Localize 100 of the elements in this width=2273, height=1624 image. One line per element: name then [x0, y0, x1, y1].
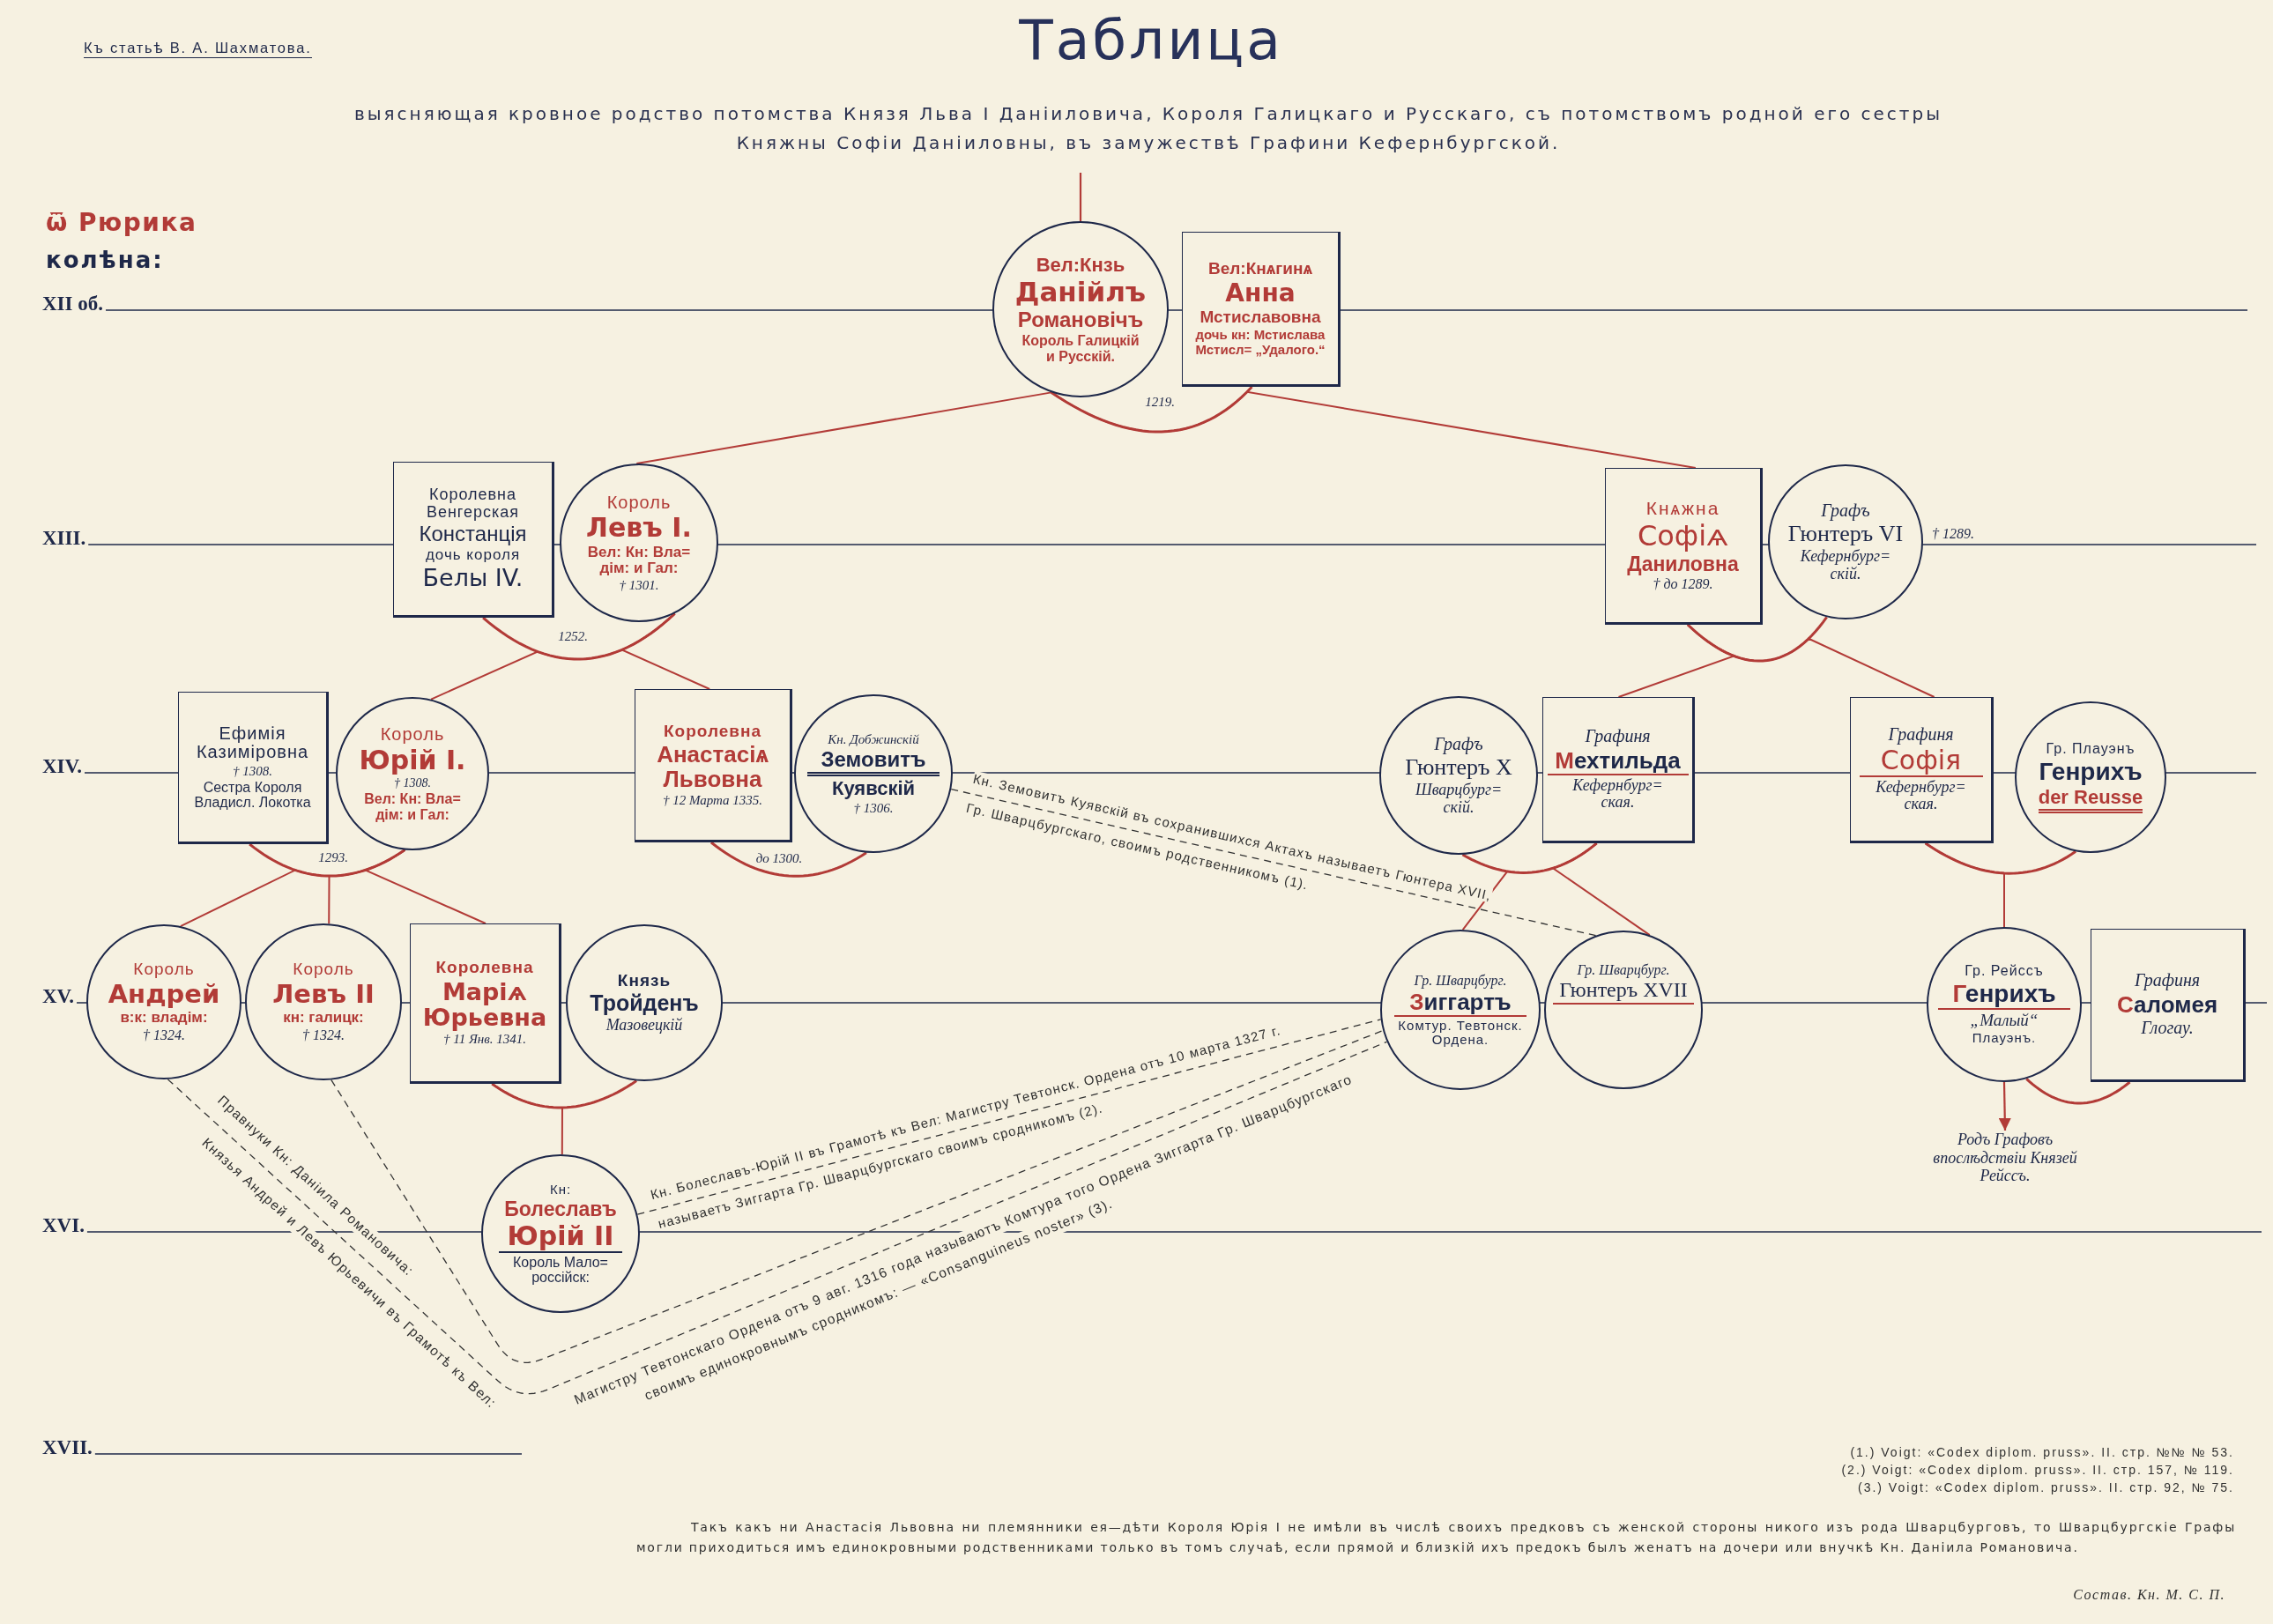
person-box — [1182, 232, 1341, 387]
title-note: der Reusse — [2038, 786, 2143, 813]
rank-title: Гр. Шварцбург. — [1577, 961, 1670, 978]
death-date: † 1301. — [619, 578, 659, 593]
footnote: (2.) Voigt: «Codex diplom. pruss». II. стр. 157, № 119. — [1841, 1463, 2234, 1478]
row-heading: ѿ Рюрика — [46, 208, 197, 238]
death-date: † 1324. — [143, 1027, 185, 1043]
person-name: Левъ I. — [586, 514, 692, 543]
person-box — [2091, 929, 2246, 1082]
title-note: Вел: Кн: Вла= дім: и Гал: — [363, 791, 462, 822]
person-name: Маріѧ Юрьевна — [421, 979, 548, 1031]
rank-title: Графиня — [1888, 725, 1954, 745]
person-name: Ефимія Казиміровна — [195, 723, 310, 762]
rank-title: Король — [606, 493, 672, 513]
person-name: Левъ II — [272, 980, 375, 1009]
descent-line — [491, 1083, 563, 1155]
person-name: Анна — [1225, 279, 1296, 307]
title-note: Кн. Добжинскій — [827, 732, 920, 747]
title-note: Вел: Кн: Вла= дім: и Гал: — [586, 544, 692, 577]
rank-title: Графиня — [1585, 727, 1651, 746]
person-box — [635, 689, 792, 842]
patronymic: Романовічъ — [1017, 308, 1144, 332]
title-note: дочь кн: Мстислава Мстисл= „Удалого.“ — [1194, 328, 1326, 357]
title-note: кн: галицк: — [283, 1010, 364, 1027]
rank-title: Кнѧжна — [1645, 499, 1720, 519]
dashed-line — [331, 1029, 1384, 1363]
title-note: Кефернбург= ская. — [1571, 776, 1664, 812]
death-date: † 1308. — [394, 776, 431, 790]
rank-title: Графиня — [2134, 971, 2201, 990]
title-note: дочь короля — [425, 547, 521, 564]
person-box — [1605, 468, 1763, 625]
death-date: † до 1289. — [1653, 576, 1713, 592]
death-date: † 1306. — [853, 800, 894, 815]
person-name: Тройденъ — [590, 991, 699, 1016]
rank-title: Графъ — [1821, 501, 1870, 521]
person-name: Генрихъ — [2039, 758, 2143, 785]
rank-title: Графъ — [1434, 734, 1483, 754]
place-name: Плауэнъ. — [1972, 1031, 2037, 1046]
person-name: Земовитъ — [807, 748, 940, 777]
death-date: † 12 Марта 1335. — [662, 793, 763, 808]
person-name: Софія — [1859, 745, 1983, 778]
person-box — [410, 923, 561, 1084]
lineage-note: Родъ Графовъ впослѣдствіи Князей Рейссъ. — [1926, 1131, 2084, 1225]
person-name: Мехтильда — [1547, 747, 1689, 775]
person-name: Андрей — [108, 980, 220, 1009]
dashed-line — [167, 1041, 1388, 1395]
patronymic: Даниловна — [1627, 552, 1739, 575]
footnote: (3.) Voigt: «Codex diplom. pruss». II. стр. 92, № 75. — [1857, 1480, 2234, 1495]
nickname: „Малый“ — [1970, 1011, 2039, 1030]
marriage-arc — [249, 842, 406, 878]
descent-line — [635, 391, 1052, 465]
footnote: (1.) Voigt: «Codex diplom. pruss». II. стр. №№ № 53. — [1850, 1445, 2234, 1460]
rank-title: Гр. Рейссъ — [1965, 963, 2044, 979]
death-date: † 1308. — [233, 763, 272, 778]
rank-title: Вел:Кнзь — [1036, 255, 1125, 276]
descent-line — [1686, 624, 1935, 698]
marriage-arc — [1924, 842, 2076, 875]
person-name: Гюнтеръ VI — [1787, 522, 1904, 547]
person-box — [178, 692, 329, 844]
person-name: Софіѧ — [1637, 521, 1729, 552]
death-date: † 1324. — [302, 1027, 345, 1043]
descent-line — [1079, 173, 1082, 221]
footer-note: Такъ какъ ни Анастасія Львовна ни племянники ея—дѣти Короля Юрія I не имѣли въ числѣ своихъ предковъ съ женской стороны никого изъ рода Шварцбурговъ, то Шварцбургскіе Графы могли приходиться имъ единокровными родственниками только въ томъ случаѣ, если прямой и близкій ихъ предокъ былъ женатъ на дочери или внучкѣ Кн. Даніила Романовича. — [636, 1519, 2236, 1556]
rank-title: Королевна — [435, 959, 534, 977]
marriage-arc — [2025, 1078, 2131, 1105]
header-note: Къ статьѣ В. А. Шахматова. — [84, 40, 312, 58]
person-name: Генрихъ — [1938, 980, 2070, 1010]
title-note: в:к: владім: — [120, 1010, 208, 1027]
marriage-arc — [491, 1079, 637, 1109]
marriage-arc — [709, 841, 867, 878]
arrow — [1998, 1082, 2011, 1131]
title-note: Комтур. Тевтонск. Ордена. — [1397, 1019, 1524, 1048]
row-heading: колѣна: — [46, 247, 164, 275]
person-name: Саломея — [2116, 991, 2218, 1018]
person-name: Юрій I. — [359, 745, 466, 775]
person-name: Гюнтеръ XVII — [1553, 979, 1694, 1005]
person-name: Данійлъ — [1014, 277, 1147, 308]
person-box — [1542, 697, 1695, 843]
generation-label: XV. — [42, 986, 74, 1006]
title-note: Кефернбург= скій. — [1799, 548, 1892, 583]
rank-title: Вел:Кнѧгинѧ — [1208, 260, 1312, 278]
marriage-arc — [1051, 385, 1253, 434]
place-name: Куявскій — [831, 778, 916, 799]
person-name: Зиггартъ — [1394, 989, 1526, 1017]
rank-title: Гр. Плауэнъ — [2046, 741, 2136, 757]
descent-line — [1050, 390, 1697, 469]
marriage-arc — [1686, 616, 1828, 663]
death-date: † 1289. — [1930, 525, 1976, 543]
title-note: Кефернбург= ская. — [1875, 779, 1967, 813]
rank-title: Король — [293, 960, 354, 979]
patronymic: Мстиславовна — [1200, 308, 1321, 327]
person-name: Констанція — [419, 523, 527, 546]
descent-line — [1550, 842, 1651, 937]
credit-text: Состав. Кн. М. С. П. — [2073, 1586, 2225, 1604]
generation-label: XII об. — [42, 293, 103, 314]
person-name: Юрій II — [499, 1221, 622, 1253]
page-title: Таблица — [1019, 12, 1283, 68]
marriage-arc — [482, 612, 676, 661]
rank-title: Королевна Венгерская — [425, 486, 521, 522]
marriage-arc — [1461, 842, 1598, 874]
